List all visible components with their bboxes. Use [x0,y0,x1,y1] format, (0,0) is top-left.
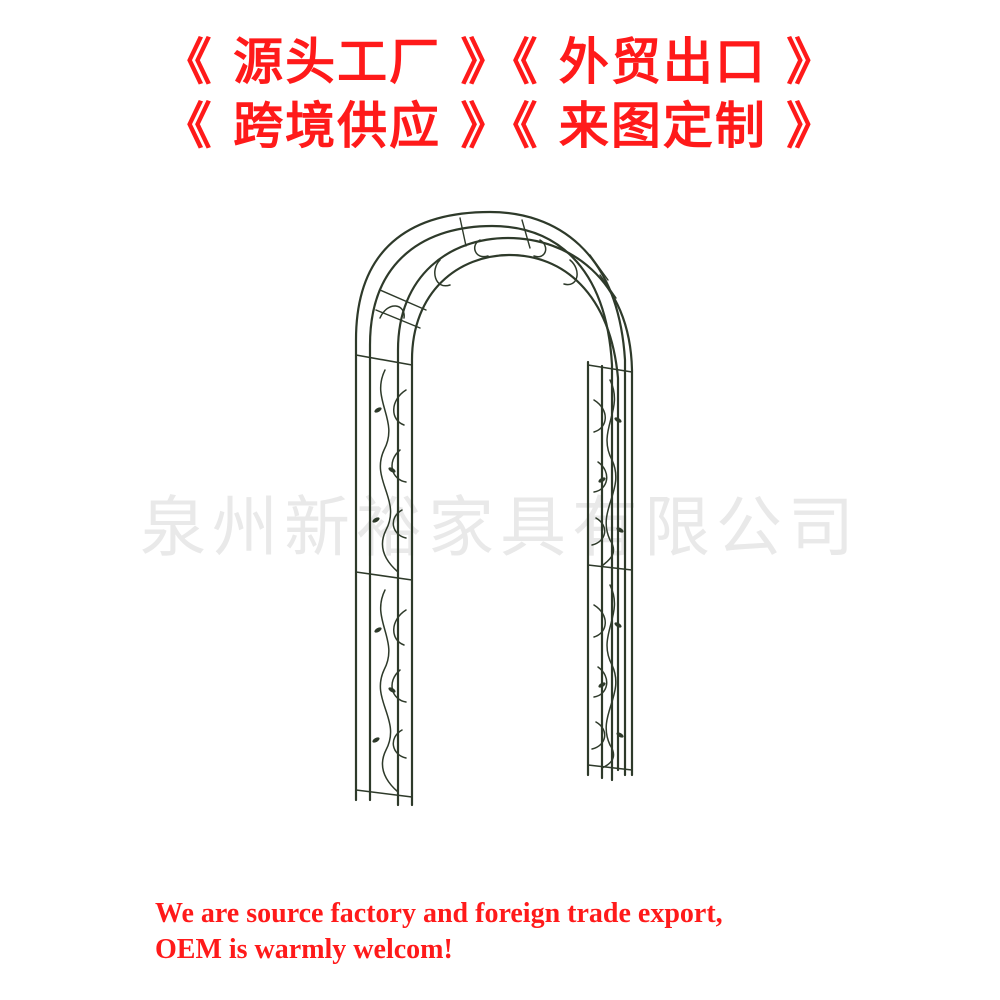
footer-line-1: We are source factory and foreign trade … [155,898,723,929]
company-watermark: 泉州新裕家具有限公司 [140,489,860,566]
footer-line-2: OEM is warmly welcom! [155,934,453,965]
garden-arch-image [354,210,634,807]
headline-line-2: 《 跨境供应 》《 来图定制 》 [161,96,839,155]
headline-line-1: 《 源头工厂 》《 外贸出口 》 [161,32,839,91]
